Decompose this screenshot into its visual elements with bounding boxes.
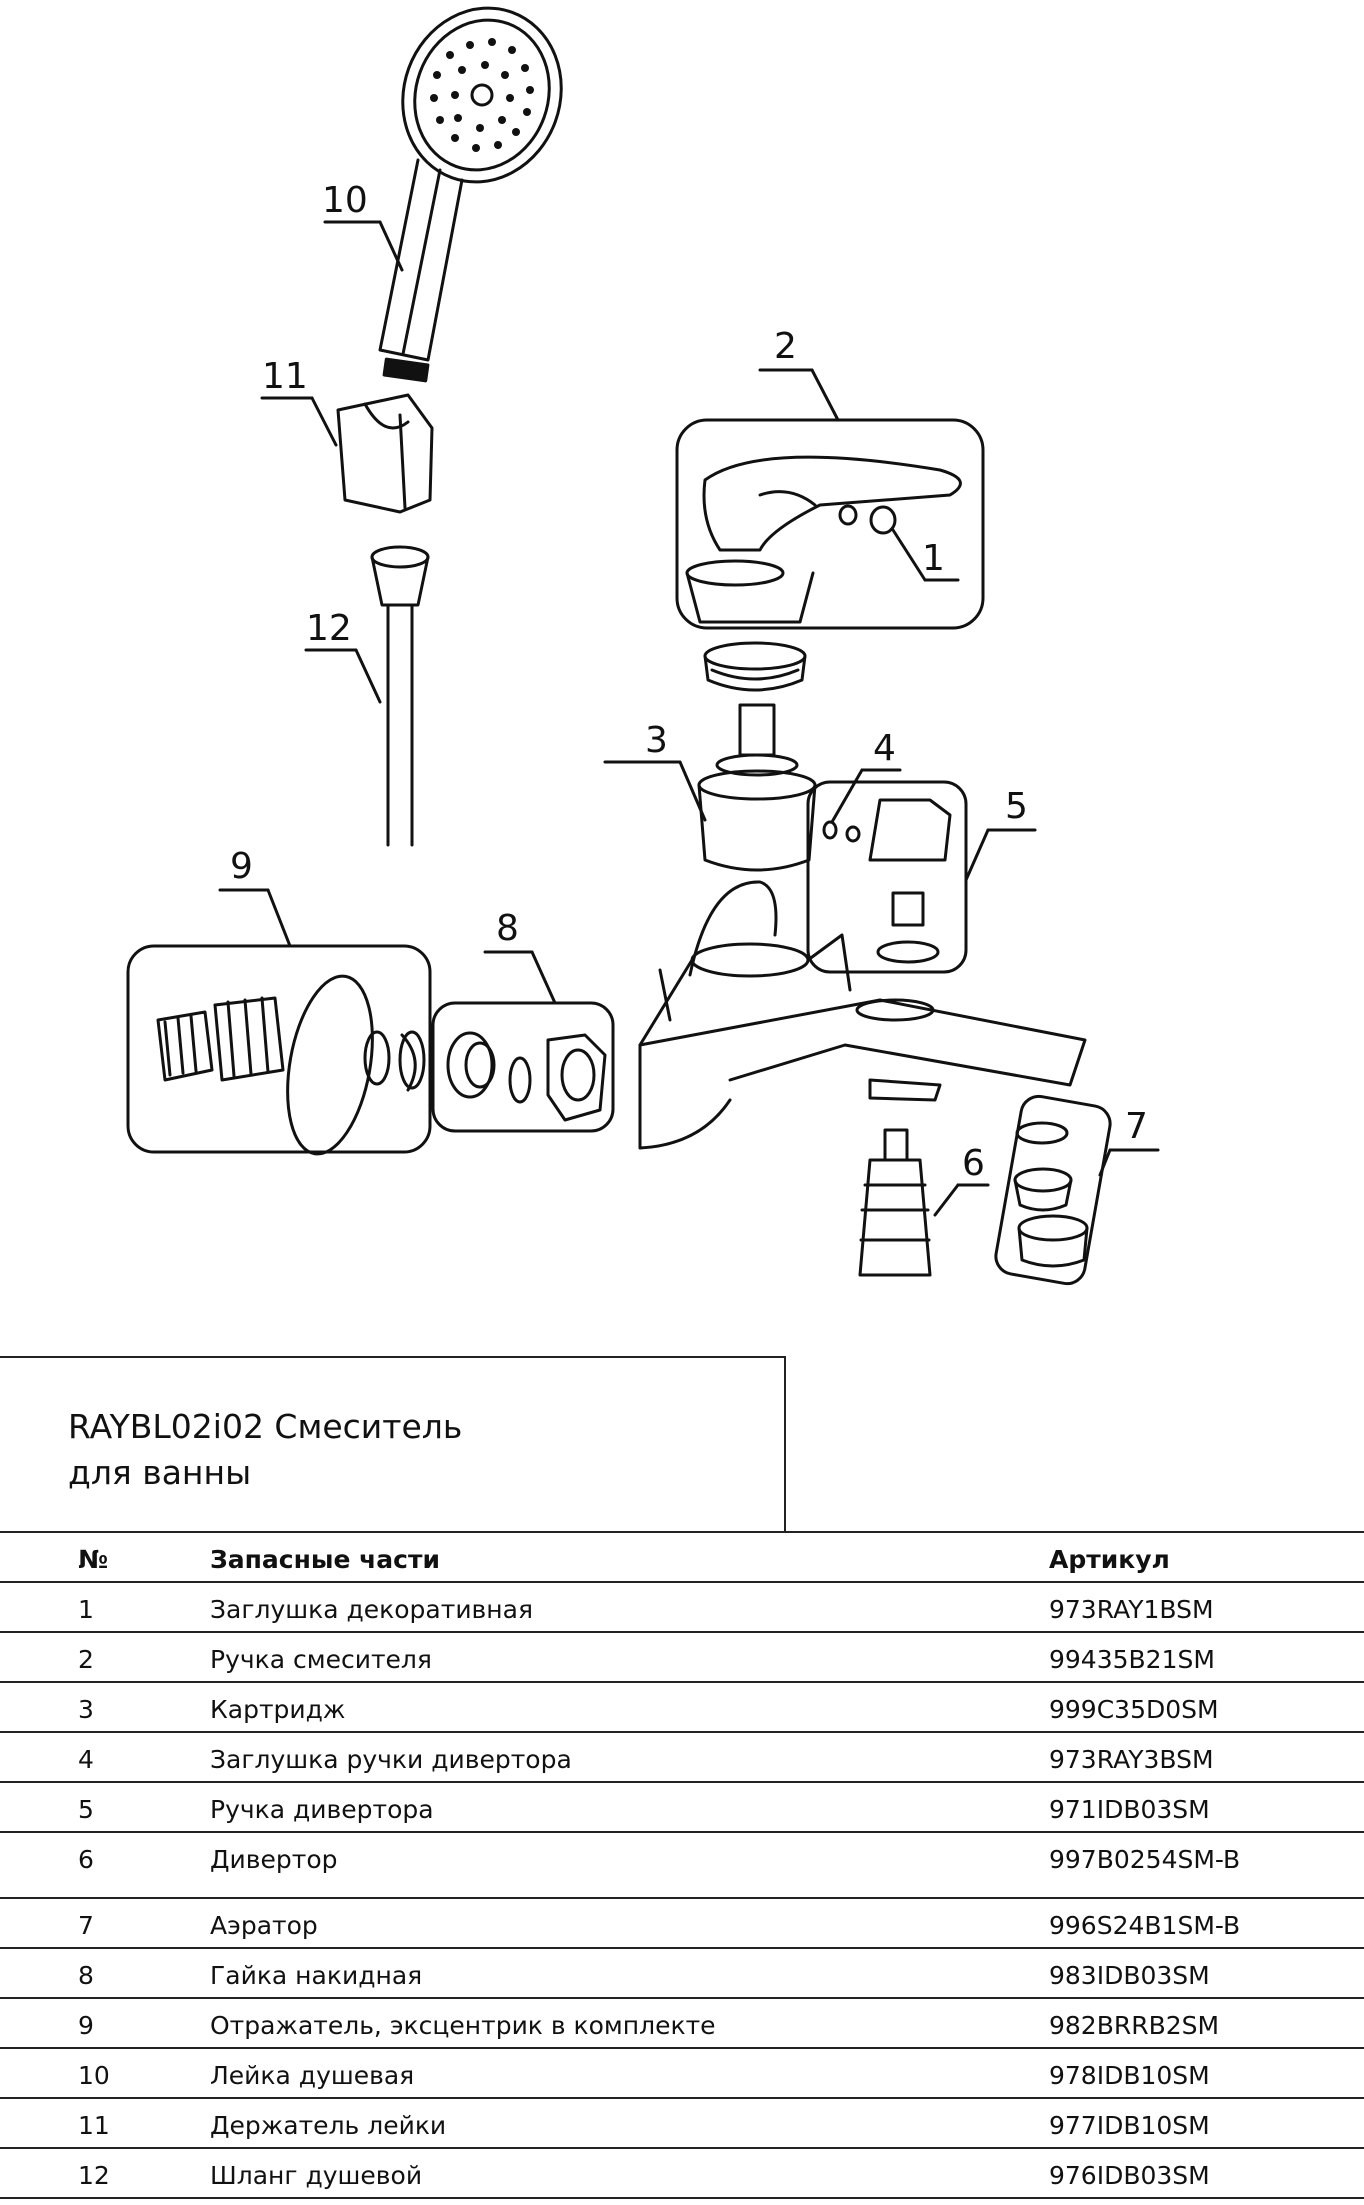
table-row: 1 Заглушка декоративная 973RAY1BSM: [0, 1581, 1364, 1633]
table-row: 11 Держатель лейки 977IDB10SM: [0, 2097, 1364, 2149]
eccentric-flange-group-part: 9: [126, 846, 432, 1156]
row-part: Гайка накидная: [210, 1947, 1049, 1999]
shower-holder-part: 11: [260, 356, 434, 514]
title-box: RAYBL02i02 Смеситель для ванны: [0, 1356, 786, 1533]
label-12: 12: [306, 608, 352, 649]
row-part: Шланг душевой: [210, 2147, 1049, 2199]
label-7: 7: [1125, 1106, 1148, 1147]
row-article: 977IDB10SM: [1049, 2097, 1364, 2149]
label-2: 2: [774, 326, 797, 367]
label-9: 9: [230, 846, 253, 887]
shower-hose-part: 12: [304, 545, 430, 847]
mixer-body-part: [638, 880, 1087, 1150]
row-part: Аэратор: [210, 1897, 1049, 1949]
diverter-part: 6: [858, 1128, 990, 1277]
table-row: 9 Отражатель, эксцентрик в комплекте 982…: [0, 1997, 1364, 2049]
row-no: 4: [0, 1731, 210, 1783]
title-line-2: для ванны: [68, 1453, 252, 1492]
table-header-row: № Запасные части Артикул: [0, 1531, 1364, 1583]
aerator-group-part: 7: [994, 1094, 1160, 1286]
cartridge-nut-part: [703, 641, 807, 692]
label-5: 5: [1005, 786, 1028, 827]
hand-shower-part: 10: [322, 6, 563, 383]
title-line-1: RAYBL02i02 Смеситель: [68, 1407, 463, 1446]
row-article: 99435B21SM: [1049, 1631, 1364, 1683]
row-article: 982BRRB2SM: [1049, 1997, 1364, 2049]
header-no: №: [0, 1531, 210, 1583]
table-row: 7 Аэратор 996S24B1SM-B: [0, 1897, 1364, 1949]
union-nut-group-part: 8: [431, 908, 615, 1133]
row-part: Ручка смесителя: [210, 1631, 1049, 1683]
row-part: Картридж: [210, 1681, 1049, 1733]
table-row: 3 Картридж 999C35D0SM: [0, 1681, 1364, 1733]
row-part: Держатель лейки: [210, 2097, 1049, 2149]
row-article: 973RAY3BSM: [1049, 1731, 1364, 1783]
row-no: 10: [0, 2047, 210, 2099]
header-part: Запасные части: [210, 1531, 1049, 1583]
row-article: 983IDB03SM: [1049, 1947, 1364, 1999]
row-article: 997B0254SM-B: [1049, 1831, 1364, 1899]
row-part: Заглушка ручки дивертора: [210, 1731, 1049, 1783]
row-part: Отражатель, эксцентрик в комплекте: [210, 1997, 1049, 2049]
row-article: 996S24B1SM-B: [1049, 1897, 1364, 1949]
row-article: 973RAY1BSM: [1049, 1581, 1364, 1633]
row-part: Заглушка декоративная: [210, 1581, 1049, 1633]
table-row: 2 Ручка смесителя 99435B21SM: [0, 1631, 1364, 1683]
table-row: 12 Шланг душевой 976IDB03SM: [0, 2147, 1364, 2199]
label-11: 11: [262, 356, 308, 397]
diverter-handle-group-part: 4 5: [806, 728, 1037, 974]
row-no: 12: [0, 2147, 210, 2199]
row-no: 8: [0, 1947, 210, 1999]
row-no: 9: [0, 1997, 210, 2049]
row-no: 5: [0, 1781, 210, 1833]
handle-group-part: 2 1: [675, 326, 985, 630]
product-title: RAYBL02i02 Смеситель для ванны: [68, 1404, 462, 1496]
row-part: Ручка дивертора: [210, 1781, 1049, 1833]
label-3: 3: [645, 720, 668, 761]
table-row: 5 Ручка дивертора 971IDB03SM: [0, 1781, 1364, 1833]
row-no: 7: [0, 1897, 210, 1949]
row-article: 978IDB10SM: [1049, 2047, 1364, 2099]
label-6: 6: [962, 1143, 985, 1184]
row-article: 976IDB03SM: [1049, 2147, 1364, 2199]
exploded-parts-diagram: 10 11 12 2 1: [126, 6, 1160, 1286]
label-4: 4: [873, 728, 896, 769]
header-article: Артикул: [1049, 1531, 1364, 1583]
row-article: 971IDB03SM: [1049, 1781, 1364, 1833]
table-row: 8 Гайка накидная 983IDB03SM: [0, 1947, 1364, 1999]
label-8: 8: [496, 908, 519, 949]
table-row: 10 Лейка душевая 978IDB10SM: [0, 2047, 1364, 2099]
table-row: 4 Заглушка ручки дивертора 973RAY3BSM: [0, 1731, 1364, 1783]
row-no: 1: [0, 1581, 210, 1633]
label-10: 10: [322, 180, 368, 221]
cartridge-part: 3: [603, 703, 817, 872]
row-part: Лейка душевая: [210, 2047, 1049, 2099]
label-1: 1: [922, 538, 945, 579]
row-no: 6: [0, 1831, 210, 1899]
row-part: Дивертор: [210, 1831, 1049, 1899]
row-no: 3: [0, 1681, 210, 1733]
table-row: 6 Дивертор 997B0254SM-B: [0, 1831, 1364, 1899]
spare-parts-table: № Запасные части Артикул 1 Заглушка деко…: [0, 1531, 1364, 2199]
row-no: 2: [0, 1631, 210, 1683]
row-no: 11: [0, 2097, 210, 2149]
row-article: 999C35D0SM: [1049, 1681, 1364, 1733]
